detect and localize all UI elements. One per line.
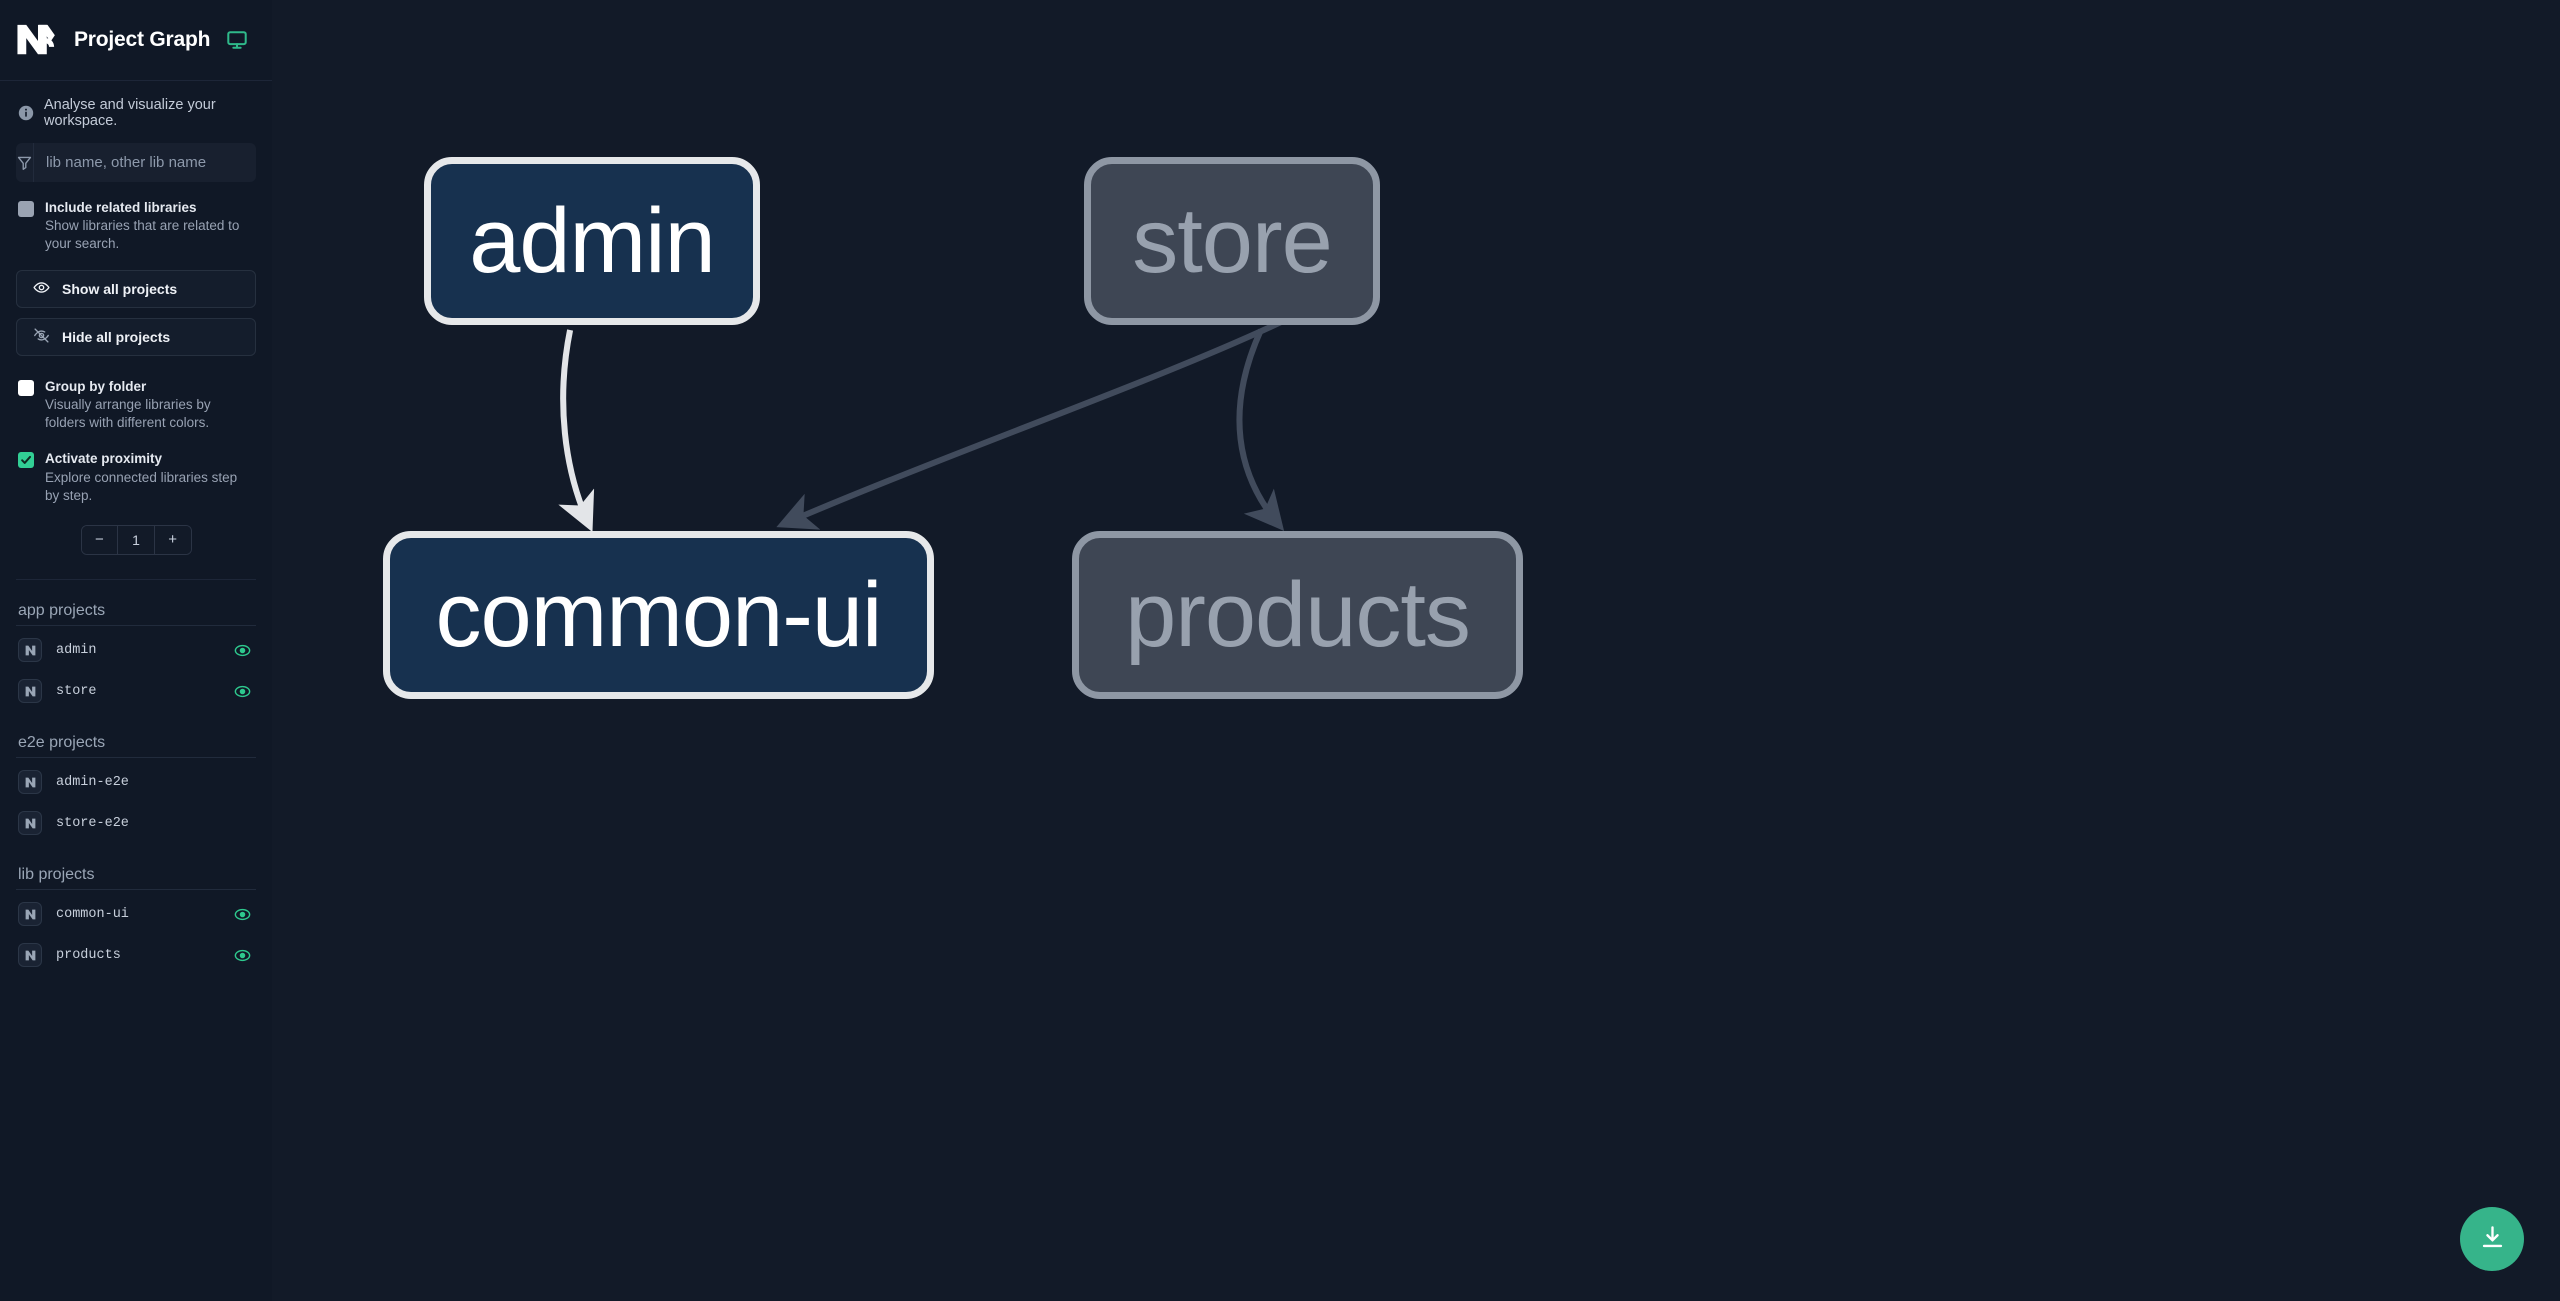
divider [16,756,256,758]
project-row-store-e2e[interactable]: store-e2e [16,803,256,844]
project-row-products[interactable]: products [16,935,256,976]
graph-node-label: admin [469,189,716,292]
project-group-e2e: e2e projects admin-e2e store-e2e [16,734,256,844]
option-activate-proximity[interactable]: Activate proximity Explore connected lib… [16,438,256,511]
project-row-store[interactable]: store [16,671,256,712]
graph-node-admin[interactable]: admin [424,157,760,325]
graph-node-label: products [1125,563,1471,666]
eye-icon [33,279,50,299]
graph-canvas[interactable]: admin store common-ui products [272,0,2560,1301]
page-title: Project Graph [74,28,211,51]
proximity-increment-button[interactable]: + [154,525,191,554]
graph-edges [558,319,1285,533]
project-name: admin-e2e [56,774,129,790]
info-icon [18,105,34,121]
search-row [16,143,256,182]
eye-open-icon[interactable] [233,682,252,701]
group-by-folder-description: Visually arrange libraries by folders wi… [45,396,211,431]
edge-admin-to-common-ui [558,329,595,533]
option-text-block: Group by folder Visually arrange librari… [45,378,254,433]
activate-proximity-label: Activate proximity [45,451,163,467]
project-row-admin-e2e[interactable]: admin-e2e [16,762,256,803]
activate-proximity-description: Explore connected libraries step by step… [45,469,238,503]
project-row-common-ui[interactable]: common-ui [16,894,256,935]
tagline-text: Analyse and visualize your workspace. [44,97,216,129]
graph-node-label: store [1132,189,1333,292]
edge-store-to-common-ui [776,319,1283,530]
option-text-block: Include related libraries Show libraries… [45,199,254,254]
activate-proximity-checkbox[interactable] [18,452,34,469]
eye-open-icon[interactable] [233,641,252,660]
eye-open-icon[interactable] [233,905,252,924]
eye-open-icon[interactable] [233,946,252,965]
hide-all-projects-button[interactable]: Hide all projects [16,317,256,356]
graph-node-common-ui[interactable]: common-ui [383,531,934,699]
project-group-title: app projects [18,601,106,619]
nx-project-icon [18,943,42,968]
option-include-related-libraries[interactable]: Include related libraries Show libraries… [16,188,256,260]
monitor-icon[interactable] [226,29,248,51]
nx-project-icon [18,811,42,836]
filter-funnel-icon [16,143,34,182]
project-name: store [56,683,97,699]
graph-node-store[interactable]: store [1084,157,1380,325]
download-icon [2479,1224,2506,1254]
show-all-projects-label: Show all projects [62,280,178,297]
project-group-title: lib projects [18,865,95,883]
graph-node-label: common-ui [435,563,882,666]
download-button[interactable] [2460,1207,2524,1271]
group-by-folder-label: Group by folder [45,378,147,394]
sidebar-header: Project Graph [0,0,272,81]
edge-store-to-products [1236,328,1285,531]
project-group-title: e2e projects [18,733,106,751]
nx-project-icon [18,902,42,927]
divider [16,888,256,890]
nx-project-icon [18,679,42,704]
sidebar-body: Include related libraries Show libraries… [0,143,272,976]
project-name: admin [56,642,97,658]
include-related-libraries-label: Include related libraries [45,200,197,215]
eye-off-icon [33,327,50,347]
option-text-block: Activate proximity Explore connected lib… [45,450,254,505]
group-by-folder-checkbox[interactable] [18,379,34,396]
proximity-stepper: − 1 + [80,524,192,555]
project-group-lib: lib projects common-ui products [16,866,256,976]
search-input[interactable] [34,143,256,182]
nx-project-icon [18,770,42,795]
show-all-projects-button[interactable]: Show all projects [16,269,256,308]
hide-all-projects-label: Hide all projects [62,328,171,345]
project-name: common-ui [56,906,129,922]
proximity-decrement-button[interactable]: − [81,525,118,554]
proximity-value: 1 [117,525,155,554]
include-related-libraries-checkbox[interactable] [18,201,34,217]
project-row-admin[interactable]: admin [16,630,256,671]
option-group-by-folder[interactable]: Group by folder Visually arrange librari… [16,356,256,439]
sidebar: Project Graph Analyse and visualize your… [0,0,272,1301]
project-name: store-e2e [56,815,129,831]
tagline: Analyse and visualize your workspace. [0,81,272,143]
project-group-app: app projects admin store [16,602,256,712]
nx-project-icon [18,638,42,663]
project-name: products [56,947,121,963]
graph-node-products[interactable]: products [1072,531,1523,699]
divider [16,624,256,626]
sidebar-divider [16,578,256,580]
include-related-libraries-description: Show libraries that are related to your … [45,218,240,252]
nx-logo-icon [16,22,60,58]
